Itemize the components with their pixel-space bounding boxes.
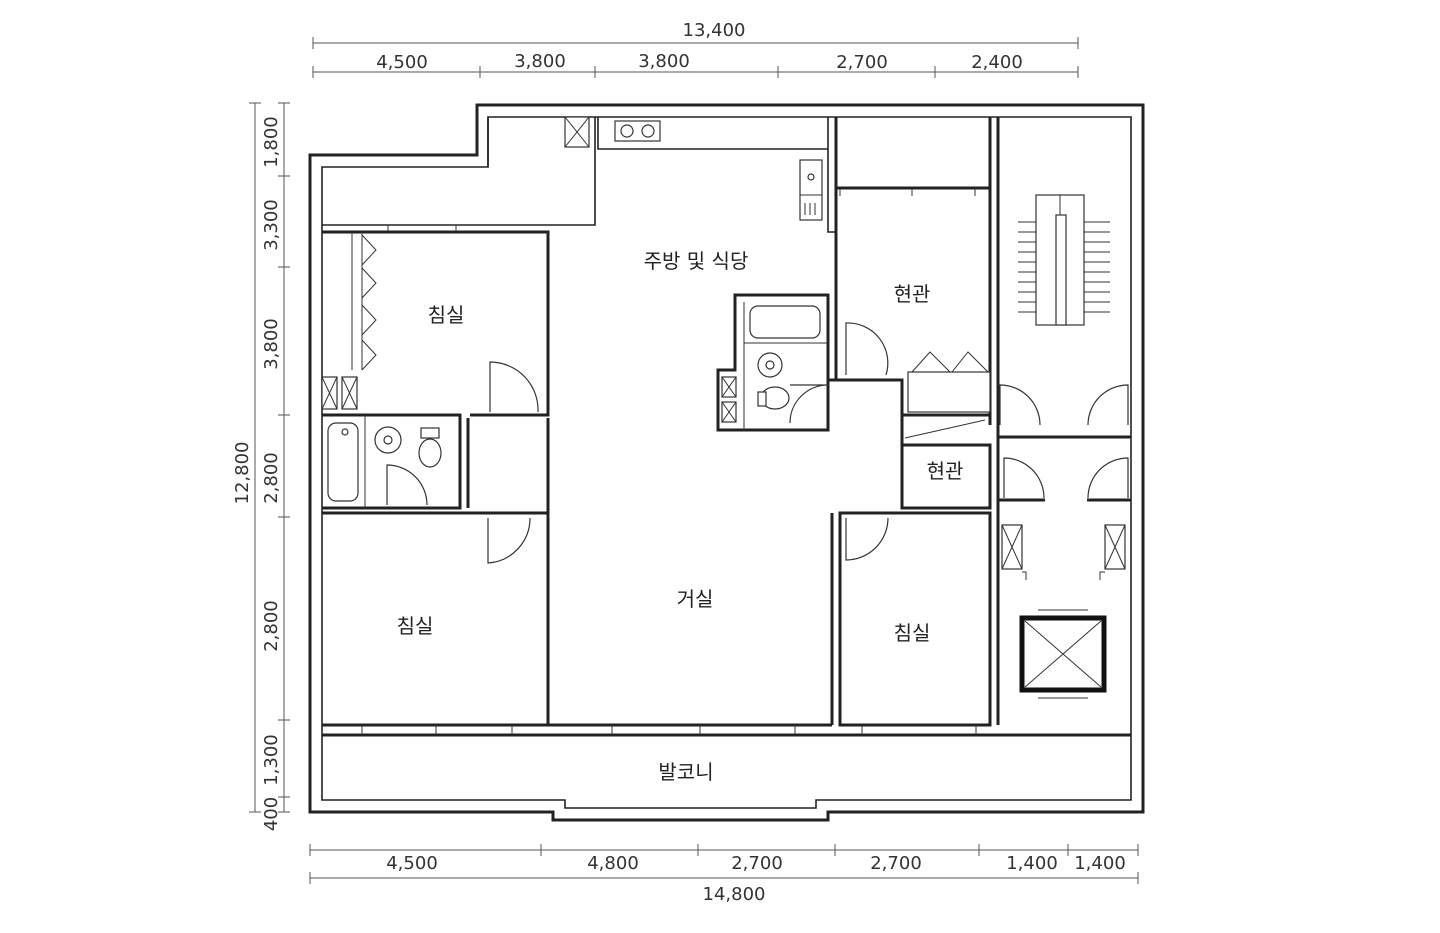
left-dimension-5: 2,800 <box>261 600 282 652</box>
left-dimension-6: 1,300 <box>261 734 282 786</box>
entrance-mid-label: 현관 <box>927 459 964 483</box>
entrance-top-label: 현관 <box>894 282 931 306</box>
bottom-dimension-5: 1,400 <box>1006 853 1058 874</box>
bedroom-left-label: 침실 <box>397 614 434 638</box>
toilet-icon <box>418 438 442 468</box>
bedroom-right-label: 침실 <box>894 621 931 645</box>
bottom-dimension-2: 4,800 <box>587 853 639 874</box>
top-dimensions: 13,400 4,500 3,800 3,800 2,700 2,400 <box>312 20 1079 78</box>
bathtub-icon-2 <box>749 305 821 339</box>
bedroom-top-label: 침실 <box>428 303 465 327</box>
bottom-total-dimension: 14,800 <box>703 884 766 905</box>
left-dimension-1: 1,800 <box>261 116 282 168</box>
top-dimension-3: 3,800 <box>638 51 690 72</box>
left-dimension-2: 3,300 <box>261 199 282 251</box>
top-dimension-1: 4,500 <box>376 52 428 73</box>
bathtub-icon <box>327 422 359 502</box>
bottom-dimension-3: 2,700 <box>731 853 783 874</box>
left-dimension-7: 400 <box>261 797 282 831</box>
top-total-dimension: 13,400 <box>683 20 746 41</box>
room-labels: 주방 및 식당 침실 현관 현관 거실 침실 침실 발코니 <box>397 249 964 784</box>
kitchen-label: 주방 및 식당 <box>644 249 749 273</box>
left-bathroom <box>327 415 442 508</box>
left-dimension-4: 2,800 <box>261 452 282 504</box>
bottom-dimension-4: 2,700 <box>870 853 922 874</box>
left-total-dimension: 12,800 <box>232 442 253 505</box>
living-room-label: 거실 <box>677 587 714 611</box>
bottom-dimensions: 4,500 4,800 2,700 2,700 1,400 1,400 14,8… <box>309 844 1139 905</box>
top-dimension-2: 3,800 <box>514 51 566 72</box>
kitchen-fixtures <box>597 117 836 233</box>
stair-core <box>998 194 1131 699</box>
left-dimension-3: 3,800 <box>261 318 282 370</box>
balcony-label: 발코니 <box>658 760 713 784</box>
left-dimensions: 12,800 1,800 3,300 3,800 2,800 2,800 1,3… <box>232 102 290 831</box>
closets <box>321 232 377 410</box>
bottom-dimension-6: 1,400 <box>1074 853 1126 874</box>
stove-icon <box>799 159 823 221</box>
entrance <box>845 322 991 439</box>
central-bathroom <box>716 293 904 508</box>
doors-windows <box>361 188 977 735</box>
bottom-dimension-1: 4,500 <box>386 853 438 874</box>
top-dimension-4: 2,700 <box>836 52 888 73</box>
utility-strip <box>322 116 596 232</box>
top-dimension-5: 2,400 <box>971 52 1023 73</box>
interior-walls <box>322 117 1131 737</box>
